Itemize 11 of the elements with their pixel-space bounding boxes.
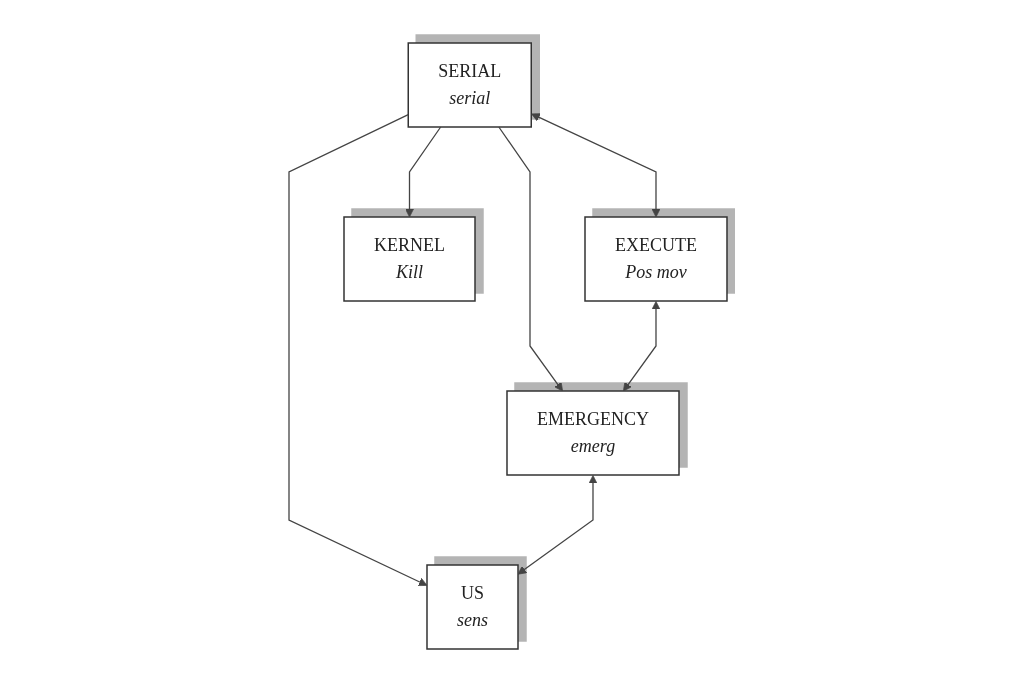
node-box: SERIAL serial [407, 41, 532, 128]
arrow [498, 125, 563, 391]
arrow [531, 112, 661, 217]
arrow [405, 125, 442, 217]
node-box: EXECUTE Pos mov [584, 215, 728, 302]
arrow [517, 474, 598, 575]
arrow [623, 300, 661, 391]
node-box: US sens [426, 563, 519, 650]
node-box: EMERGENCY emerg [506, 389, 680, 476]
node-box: KERNEL Kill [343, 215, 476, 302]
arrow [288, 113, 428, 586]
